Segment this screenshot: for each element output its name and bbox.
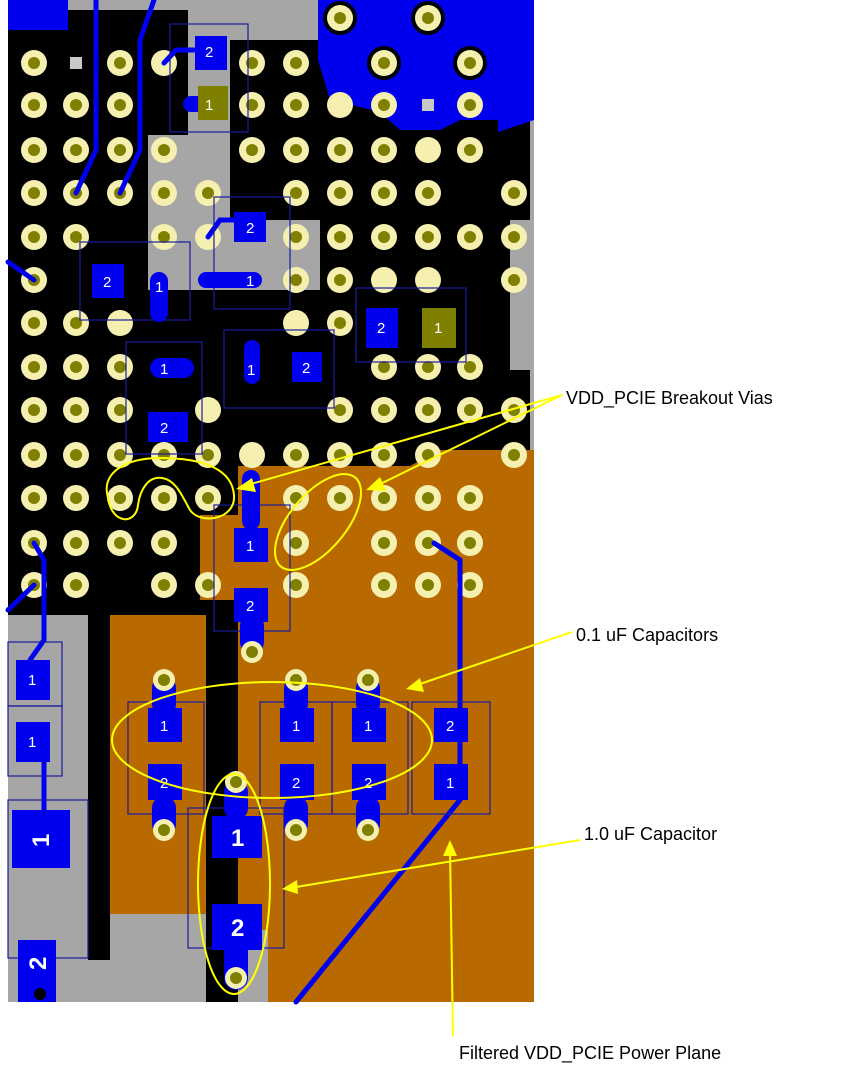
pad-number: 2 <box>25 957 52 970</box>
pad-number: 1 <box>160 718 168 735</box>
pad-number: 2 <box>160 420 168 437</box>
pad-number: 1 <box>231 825 244 852</box>
pad-number: 1 <box>292 718 300 735</box>
pad-number: 1 <box>246 273 254 290</box>
pad-number: 2 <box>103 274 111 291</box>
pad-number: 2 <box>292 775 300 792</box>
blue-copper-pour-left <box>8 0 68 30</box>
pad-number: 2 <box>302 360 310 377</box>
pad-number: 2 <box>205 44 213 61</box>
pad-number: 1 <box>28 734 36 751</box>
pad-number: 1 <box>446 775 454 792</box>
pad-number: 2 <box>231 915 244 942</box>
olive-pad <box>422 308 456 348</box>
callout-power-plane: Filtered VDD_PCIE Power Plane <box>459 1043 722 1063</box>
olive-pad <box>198 86 228 120</box>
pad-numbers-pin2: 2 2 2 2 2 2 2 2 2 2 2 2 2 <box>25 44 454 970</box>
cap-10uf-highlight <box>197 773 271 995</box>
annotation-arrowheads <box>236 477 457 894</box>
pad-numbers-pin1: 1 1 1 1 1 1 1 1 1 1 1 1 1 1 1 <box>28 97 454 852</box>
breakout-vias-highlight <box>105 456 236 521</box>
pad-number: 1 <box>434 320 442 337</box>
pad-number: 1 <box>28 672 36 689</box>
pad-number: 2 <box>246 220 254 237</box>
breakout-vias-highlight <box>273 473 363 571</box>
pad-number: 1 <box>364 718 372 735</box>
pad-number: 2 <box>446 718 454 735</box>
pad-number: 2 <box>377 320 385 337</box>
pad-number: 1 <box>160 361 168 378</box>
cap-01uf-highlight <box>111 681 433 799</box>
signal-traces <box>5 0 463 1005</box>
pad-number: 1 <box>247 362 255 379</box>
annotations <box>105 394 581 1037</box>
pad-number: 2 <box>364 775 372 792</box>
pad-number: 1 <box>155 279 163 296</box>
pad-number: 1 <box>205 97 213 114</box>
callout-0-1uf-capacitors: 0.1 uF Capacitors <box>576 625 719 645</box>
callout-breakout-vias: VDD_PCIE Breakout Vias <box>566 388 773 408</box>
pad-number: 1 <box>28 834 55 847</box>
pad-number: 1 <box>246 538 254 555</box>
callout-1-0uf-capacitor: 1.0 uF Capacitor <box>584 824 718 844</box>
pad-number: 2 <box>246 598 254 615</box>
